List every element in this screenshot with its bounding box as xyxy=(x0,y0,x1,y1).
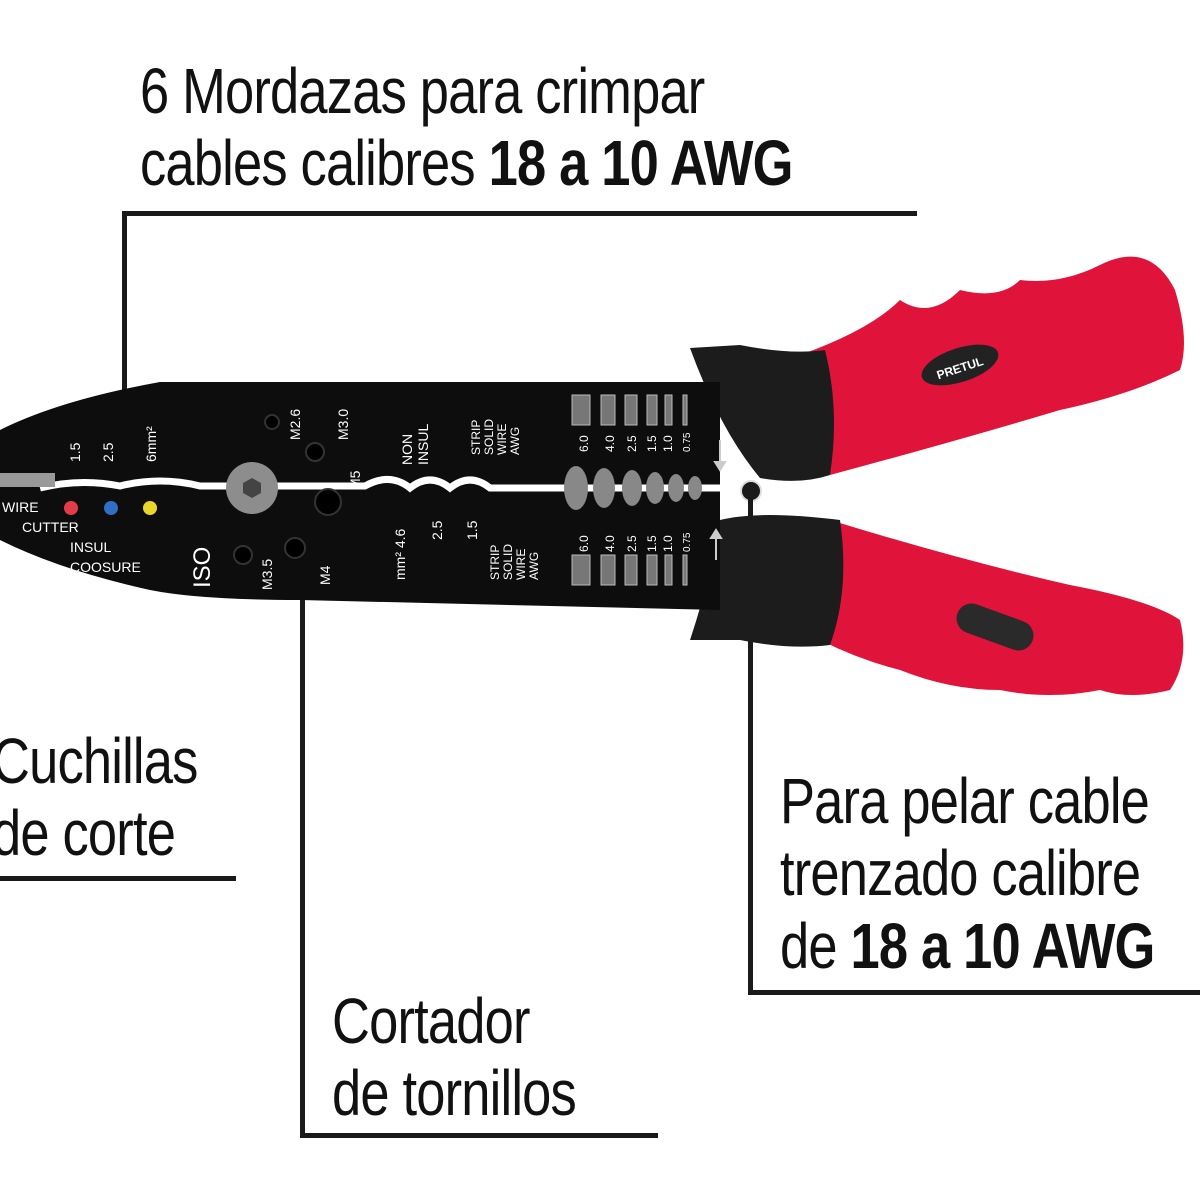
gauge-top-1-0: 1.0 xyxy=(661,435,675,452)
callout-bolt-cutter: Cortador de tornillos xyxy=(332,985,577,1130)
gauge-bot-1-0: 1.0 xyxy=(661,535,675,552)
label-cutter: CUTTER xyxy=(22,519,79,535)
gauge-bot-2-5: 2.5 xyxy=(625,535,639,552)
bolt-holes xyxy=(233,414,342,565)
brand-badge xyxy=(921,344,999,386)
callout-bolt-line1: Cortador xyxy=(332,985,530,1057)
gauge-top-4-0: 4.0 xyxy=(603,435,617,452)
label-insul: INSUL xyxy=(70,539,111,555)
label-m5: M5 xyxy=(347,470,363,490)
hex-socket xyxy=(243,478,261,498)
callout-crimp: 6 Mordazas para crimpar cables calibres … xyxy=(140,55,793,200)
strip-top-2: SOLID xyxy=(482,419,496,455)
callout-stripper: Para pelar cable trenzado calibre de 18 … xyxy=(780,765,1155,982)
callout-stripper-line3: de xyxy=(780,909,851,982)
label-crimp-1-5: 1.5 xyxy=(67,442,83,462)
crimp-gap xyxy=(39,476,720,493)
callout-stripper-line1: Para pelar cable xyxy=(780,765,1150,837)
callout-crimp-gauge: 18 a 10 AWG xyxy=(488,127,794,200)
callout-stripper-gauge: 18 a 10 AWG xyxy=(850,909,1155,982)
strip-bot-1: STRIP xyxy=(488,545,502,580)
lower-handle xyxy=(793,520,1184,695)
gauge-top-0-75: 0.75 xyxy=(682,432,693,452)
lower-collar xyxy=(690,515,844,647)
label-mm2-2-5: 2.5 xyxy=(429,520,445,540)
callout-blades: Cuchillas de corte xyxy=(0,725,198,870)
strip-bot-3: WIRE xyxy=(514,549,528,580)
leader-line-stripper-h xyxy=(748,990,1200,995)
strip-top-1: STRIP xyxy=(469,420,483,455)
leader-line-stripper-v xyxy=(748,495,753,995)
leader-line-bolt-h xyxy=(300,1133,658,1138)
terminal-dot-red xyxy=(64,501,78,515)
leader-line-bolt-v xyxy=(300,575,305,1138)
terminal-dot-yellow xyxy=(143,501,157,515)
strip-bot-2: SOLID xyxy=(501,544,515,580)
gauge-top-1-5: 1.5 xyxy=(645,435,659,452)
gauge-bars xyxy=(571,394,688,586)
label-coosure: COOSURE xyxy=(70,559,141,575)
label-m3-0: M3.0 xyxy=(335,409,351,440)
gauge-bot-0-75: 0.75 xyxy=(682,532,693,552)
callout-stripper-line2: trenzado calibre xyxy=(780,837,1141,910)
label-non: NON xyxy=(399,434,415,465)
strip-top-3: WIRE xyxy=(495,424,509,455)
leader-line-blades xyxy=(0,876,236,881)
label-m4: M4 xyxy=(317,565,333,585)
upper-collar xyxy=(690,345,834,481)
label-mm2-4-6: mm² 4.6 xyxy=(392,528,408,580)
stripper-teeth xyxy=(564,466,702,510)
callout-blades-line2: de corte xyxy=(0,797,176,870)
strip-top-4: AWG xyxy=(508,427,522,455)
label-crimp-6mm2: 6mm² xyxy=(143,426,159,462)
gauge-bot-6-0: 6.0 xyxy=(577,535,591,552)
gauge-top-2-5: 2.5 xyxy=(625,435,639,452)
callout-blades-line1: Cuchillas xyxy=(0,725,198,797)
leader-line-crimp-v xyxy=(122,211,127,461)
gauge-bot-4-0: 4.0 xyxy=(603,535,617,552)
terminal-dot-blue xyxy=(104,501,118,515)
gauge-bot-1-5: 1.5 xyxy=(645,535,659,552)
label-wire: WIRE xyxy=(2,499,39,515)
label-m3-5: M3.5 xyxy=(259,559,275,590)
label-m2-6: M2.6 xyxy=(287,409,303,440)
callout-crimp-line1: 6 Mordazas para crimpar xyxy=(140,55,705,127)
label-crimp-2-5: 2.5 xyxy=(100,442,116,462)
lower-grip-pad xyxy=(956,603,1034,651)
label-iso: ISO xyxy=(189,547,216,588)
leader-line-crimp-h xyxy=(122,211,917,216)
direction-arrows xyxy=(709,440,727,560)
gauge-top-6-0: 6.0 xyxy=(577,435,591,452)
label-mm2-1-5: 1.5 xyxy=(464,520,480,540)
label-insul-top: INSUL xyxy=(415,424,431,465)
callout-bolt-line2: de tornillos xyxy=(332,1057,577,1130)
callout-crimp-line2: cables calibres xyxy=(140,127,489,200)
strip-bot-4: AWG xyxy=(527,552,541,580)
jaw-body xyxy=(0,382,720,610)
cutter-blade xyxy=(0,473,55,487)
